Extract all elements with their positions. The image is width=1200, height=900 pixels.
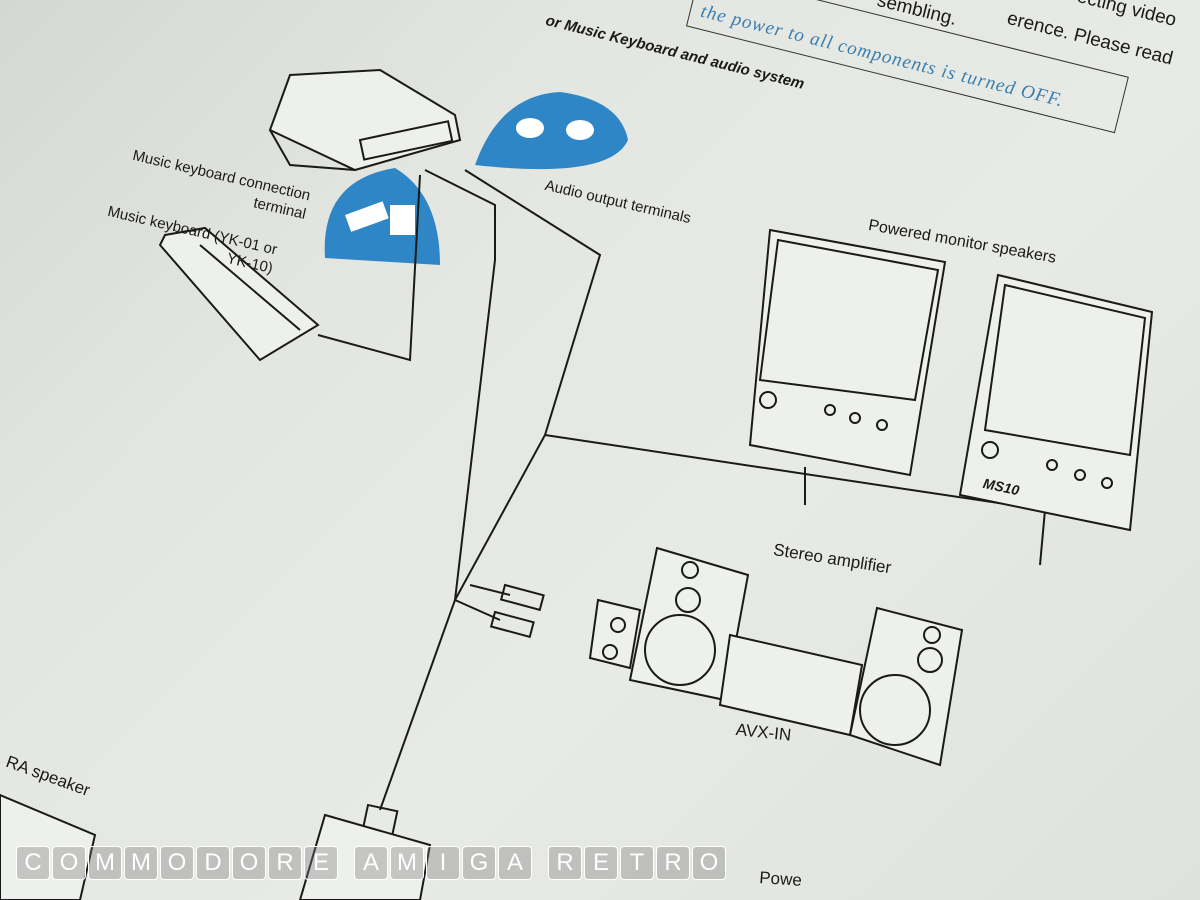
watermark-letter: T [620,846,654,880]
label-power: Powe [758,868,803,890]
watermark-letter: O [52,846,86,880]
watermark-letter: D [196,846,230,880]
watermark-letter: E [304,846,338,880]
watermark-letter: C [16,846,50,880]
watermark-letter: R [268,846,302,880]
watermark-letter: M [124,846,158,880]
watermark-letter: O [692,846,726,880]
watermark-letter: O [232,846,266,880]
audio-terminal-callout [475,92,628,170]
watermark-gap [340,846,352,878]
watermark-letter: M [390,846,424,880]
music-keyboard-illustration [158,226,320,362]
watermark-gap [534,846,546,878]
watermark-letter: I [426,846,460,880]
stereo-amplifier-illustration [489,546,964,767]
monitor-speaker-right [958,273,1154,532]
watermark-letter: A [354,846,388,880]
watermark-letter: R [656,846,690,880]
monitor-speaker-left [748,228,947,477]
power-device-illustration [298,813,432,900]
watermark-letter: E [584,846,618,880]
watermark-letter: A [498,846,532,880]
computer-illustration [268,68,462,172]
watermark-letter: O [160,846,194,880]
watermark-letter: R [548,846,582,880]
watermark-letter: M [88,846,122,880]
watermark-letter: G [462,846,496,880]
